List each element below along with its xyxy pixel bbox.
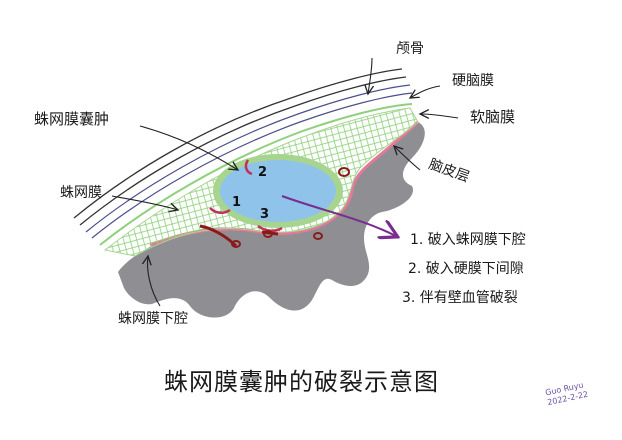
note-2: 2. 破入硬膜下间隙: [408, 261, 524, 277]
leader-cortex: [394, 146, 421, 171]
label-subarachnoid: 蛛网膜下腔: [118, 311, 188, 327]
label-dura: 硬脑膜: [452, 73, 494, 89]
rupture-site-2: [244, 159, 253, 176]
leader-cyst: [139, 125, 238, 170]
marker-2: 2: [258, 165, 268, 180]
vessel-ring-3: [231, 240, 241, 248]
arachnoid-mater: [99, 103, 413, 246]
leader-skull: [368, 57, 372, 94]
leader-subarachnoid: [148, 256, 161, 307]
note-1: 1. 破入蛛网膜下腔: [410, 232, 526, 248]
label-arachnoid: 蛛网膜: [60, 185, 102, 201]
skull-outer: [73, 68, 403, 219]
leader-pia: [420, 114, 459, 118]
dura-inner: [91, 92, 413, 239]
vessel-left: [199, 224, 238, 248]
label-pia: 软脑膜: [470, 108, 516, 126]
rupture-site-1: [209, 207, 231, 214]
skull-inner: [79, 76, 407, 226]
leader-dura: [410, 85, 441, 98]
arachnoid-cyst: [220, 160, 336, 222]
label-skull: 颅骨: [396, 41, 424, 57]
rupture-arrow: [281, 195, 396, 236]
vessel-ring-4: [263, 230, 273, 238]
pia-mater: [149, 120, 420, 247]
vessel-ring-1: [338, 167, 350, 177]
label-cyst: 蛛网膜囊肿: [34, 110, 110, 128]
diagram-title: 蛛网膜囊肿的破裂示意图: [164, 368, 439, 396]
cortex-region: [118, 122, 425, 318]
marker-3: 3: [260, 207, 270, 222]
note-3: 3. 伴有壁血管破裂: [402, 290, 518, 306]
leader-arachnoid: [111, 195, 178, 210]
marker-1: 1: [232, 195, 242, 210]
vessel-ring-2: [313, 232, 323, 240]
